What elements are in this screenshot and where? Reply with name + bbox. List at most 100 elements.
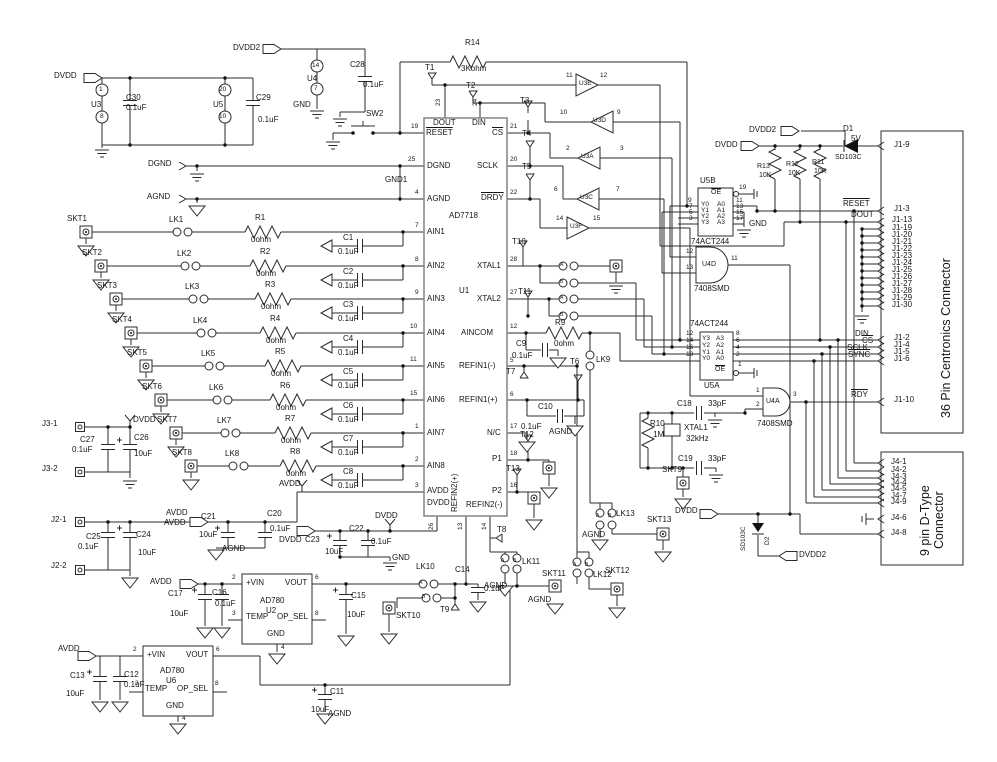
chip-pin: AVDD [427, 486, 449, 495]
chip-pin: DRDY [481, 193, 504, 202]
refdes-c: C6 [343, 401, 354, 410]
refdes-u6: U6 [166, 676, 177, 685]
refdes-c21: C21 [201, 512, 216, 521]
chip-pin: TEMP [246, 612, 269, 621]
conn-pin: J1-5 [894, 347, 910, 356]
conn-pin: J2-2 [51, 561, 67, 570]
pin-number: 6 [315, 574, 319, 581]
net-sclk: SCLK [847, 343, 868, 352]
link-letter: B [513, 558, 517, 564]
refdes-c9: C9 [516, 339, 527, 348]
refdes-u3a: U3A [581, 153, 594, 160]
pin-number: 1 [738, 361, 742, 368]
chip-pin: Y1 [702, 349, 710, 356]
pin-number: 7 [415, 222, 419, 229]
pin-number: 27 [510, 289, 518, 296]
refdes-lk: LK10 [416, 562, 435, 571]
conn-pin: J1-22 [892, 244, 913, 253]
net-dvdd: DVDD [375, 511, 398, 520]
pin-number: 18 [686, 351, 694, 358]
pin-number: 4 [736, 344, 740, 351]
pin-number: 2 [232, 574, 236, 581]
net-agnd: AGND [528, 595, 552, 604]
testpoint: T8 [497, 525, 507, 534]
pin-number: 16 [686, 344, 694, 351]
refdes-lk: LK11 [522, 557, 541, 566]
link-letter: A [596, 513, 600, 519]
ic-u6-ad780 [142, 645, 214, 717]
refdes-c22: C22 [349, 524, 364, 533]
value: 10uF [311, 705, 330, 714]
chip-pin: Y3 [702, 335, 710, 342]
chip-pin: GND [267, 629, 285, 638]
chip-pin: A3 [716, 335, 724, 342]
ic-boxes [142, 117, 964, 717]
refdes-u5: U5 [213, 100, 224, 109]
net-avdd: AVDD [166, 508, 188, 517]
wire-references [96, 516, 549, 722]
link-letter: B [608, 513, 612, 519]
pin-number: 1 [99, 86, 103, 93]
pin-number: 26 [428, 522, 435, 530]
value: 33pF [708, 399, 727, 408]
refdes-r: R7 [285, 414, 296, 423]
chip-u1-ad7718 [423, 117, 508, 517]
conn-pin: J1-29 [892, 293, 913, 302]
chip-pin: A2 [716, 342, 724, 349]
refdes-c13: C13 [70, 671, 85, 680]
pin-number: 3 [689, 215, 693, 222]
ic-name-7408smd: 7408SMD [757, 419, 793, 428]
chip-pin: Y2 [701, 213, 709, 220]
refdes-c23: C23 [305, 535, 320, 544]
chip-pin: VOUT [186, 650, 209, 659]
pin-number: 21 [510, 123, 518, 130]
net-dvdd: DVDD [715, 140, 738, 149]
refdes-skt: SKT8 [172, 448, 193, 457]
testpoint: T3 [520, 96, 530, 105]
value: 0.1uF [521, 422, 542, 431]
pin-number: 19 [411, 123, 419, 130]
refdes-c28: C28 [350, 60, 365, 69]
chip-pin: SCLK [477, 161, 498, 170]
pin-number: 9 [415, 289, 419, 296]
chip-pin: Y0 [701, 201, 709, 208]
conn-pin: J4-9 [891, 497, 907, 506]
refdes-u4a: U4A [766, 398, 780, 405]
ic-u5b [697, 187, 734, 237]
pin-number: 7 [314, 85, 318, 92]
refdes-skt: SKT4 [112, 315, 133, 324]
chip-pin: DIN [472, 118, 486, 127]
pin-number: 1 [756, 387, 760, 394]
pin-number: 3 [415, 482, 419, 489]
chip-pin: AIN6 [427, 395, 445, 404]
value: 0.1uF [484, 584, 505, 593]
value: 0ohm [251, 235, 272, 244]
refdes-skt: SKT12 [605, 566, 630, 575]
value: 10K [814, 168, 827, 175]
pin-number: 7 [616, 186, 620, 193]
net-dvdd: DVDD [54, 71, 77, 80]
chip-pin: XTAL2 [477, 294, 501, 303]
chip-pin: AIN2 [427, 261, 445, 270]
pin-number: 13 [736, 203, 744, 210]
refdes-c: C3 [343, 300, 354, 309]
pin-number: 5 [510, 357, 514, 364]
chip-pin: +VIN [147, 650, 166, 659]
net-avdd: AVDD [58, 644, 80, 653]
testpoint: T7 [506, 367, 516, 376]
chip-pin: REFIN2(-) [466, 500, 503, 509]
net-5v: 5V [851, 134, 861, 143]
refdes-c: C1 [343, 233, 354, 242]
chip-pin: AIN4 [427, 328, 445, 337]
refdes-skt: SKT3 [97, 281, 118, 290]
connector-j1 [880, 130, 964, 434]
chip-pin: AIN8 [427, 461, 445, 470]
refdes-lk: LK5 [201, 349, 216, 358]
pin-number: 8 [415, 256, 419, 263]
refdes-skt: SKT2 [82, 248, 103, 257]
junction-dots [106, 76, 864, 687]
refdes-sw2: SW2 [366, 109, 384, 118]
pin-number: 13 [686, 264, 694, 271]
pin-number: 11 [566, 72, 573, 79]
value: SD103C [740, 526, 747, 551]
